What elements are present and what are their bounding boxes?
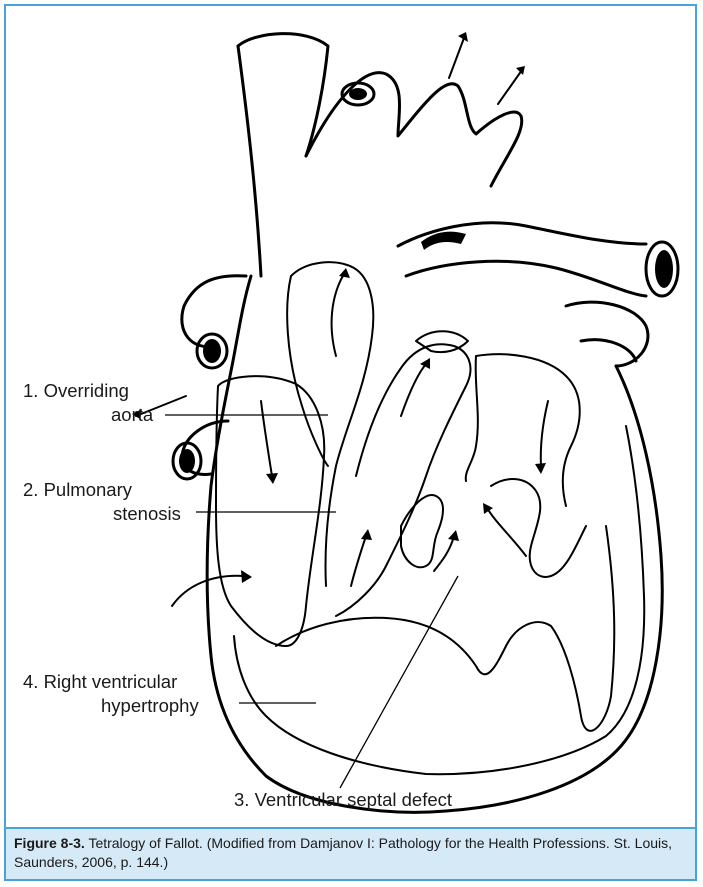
flow-arrow-3 [401,364,426,416]
left-atrium-chamber [466,354,580,506]
aortic-arch [238,46,522,276]
pulmonary-outflow-tract [336,344,470,616]
brachiocephalic-lumen [349,88,367,100]
flow-arrow-1 [332,274,344,356]
flow-arrowhead-5 [448,530,459,541]
leader-vsd [340,576,458,788]
arch-arrow-2 [498,70,522,104]
label-rv-hypertrophy-line1: 4. Right ventricular [23,671,177,693]
vein-lumen-lower [179,449,195,473]
caption-figure-number: Figure 8-3. [14,835,85,851]
arch-arrow-1 [449,38,464,78]
flow-arrow-2 [261,401,272,476]
label-vsd: 3. Ventricular septal defect [234,789,452,811]
flow-arrow-6 [486,506,526,556]
caption-text: Tetralogy of Fallot. (Modified from Damj… [14,835,672,870]
label-rv-hypertrophy-line2: hypertrophy [101,695,199,717]
flow-arrowhead-4 [361,529,372,540]
flow-arrowhead-2 [266,473,278,484]
flow-arrowhead-1 [339,268,350,278]
pulmonary-artery [398,223,646,296]
flow-arrowhead-3 [420,358,430,369]
flow-arrowhead-6 [483,503,493,514]
vein-lumen-upper [203,339,221,363]
left-pulmonary-veins [566,302,648,366]
aortic-root [287,262,373,586]
label-pulmonary-stenosis-line1: 2. Pulmonary [23,479,132,501]
flow-arrow-5 [434,536,454,571]
label-pulmonary-stenosis-line2: stenosis [113,503,181,525]
septal-defect-edge [401,495,443,567]
label-overriding-aorta-line2: aorta [111,404,153,426]
label-overriding-aorta-line1: 1. Overriding [23,380,129,402]
flow-arrow-4 [351,536,366,586]
heart-diagram: 1. Overriding aorta 2. Pulmonary stenosi… [6,6,695,826]
left-ventricle-inner [491,479,586,577]
flow-arrow-7 [541,401,548,466]
flow-arrowhead-7 [535,463,546,474]
figure-caption: Figure 8-3. Tetralogy of Fallot. (Modifi… [6,827,695,879]
right-atrium-chamber [216,376,324,646]
flow-arrowhead-8 [241,570,252,583]
figure-frame: 1. Overriding aorta 2. Pulmonary stenosi… [4,4,697,881]
pulmonary-artery-lumen [655,250,673,288]
